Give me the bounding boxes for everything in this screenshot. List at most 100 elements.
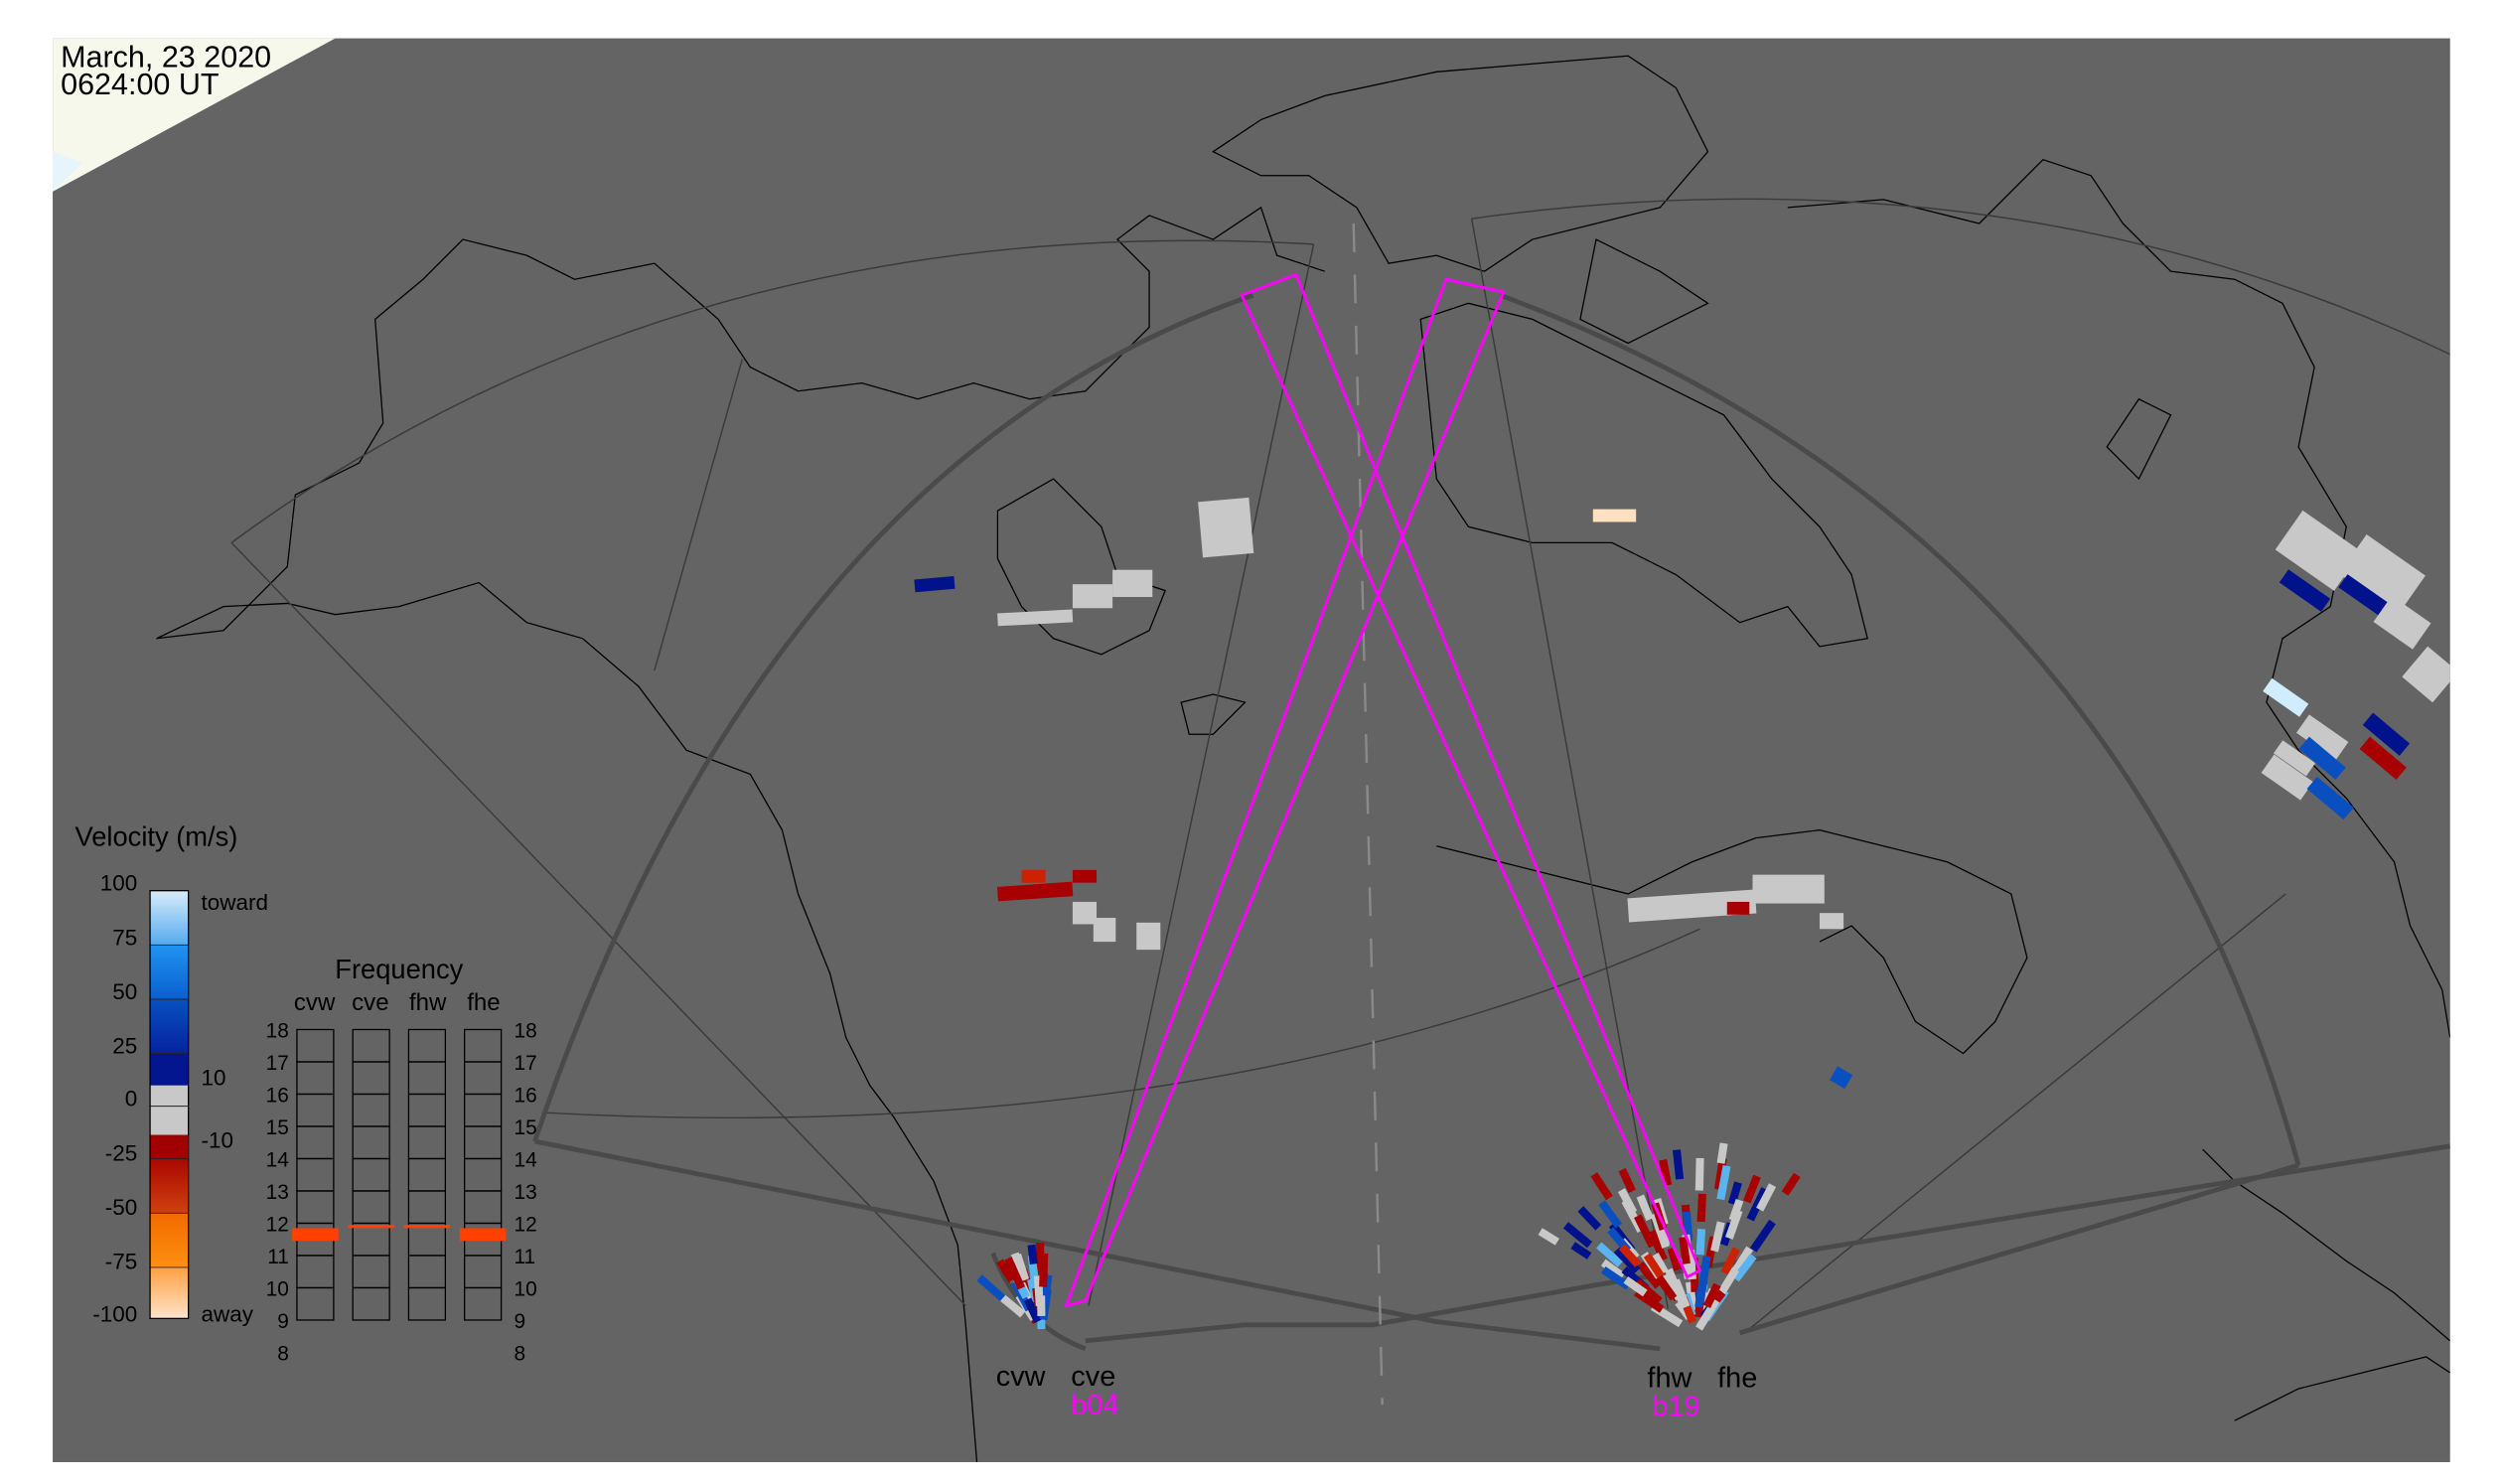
velocity-cell bbox=[914, 575, 956, 593]
beam-b04 bbox=[1064, 277, 1506, 1308]
velocity-cell bbox=[2261, 754, 2314, 801]
time-label: 0624:00 UT bbox=[61, 68, 219, 101]
velocity-cell bbox=[1655, 1274, 1678, 1301]
velocity-cell bbox=[1634, 1214, 1657, 1249]
velocity-cell bbox=[999, 1294, 1026, 1318]
velocity-cell bbox=[1695, 1298, 1720, 1331]
velocity-cell bbox=[1627, 889, 1757, 923]
frequency-tick: 13 bbox=[266, 1181, 289, 1204]
velocity-cell bbox=[1695, 1229, 1706, 1256]
frequency-radar-label: fhe bbox=[467, 989, 500, 1016]
velocity-cell bbox=[1749, 1219, 1776, 1253]
frequency-tick: 14 bbox=[266, 1149, 289, 1172]
velocity-cell bbox=[2338, 534, 2426, 615]
velocity-cell bbox=[1672, 1149, 1685, 1180]
velocity-legend-title: Velocity (m/s) bbox=[75, 821, 238, 852]
velocity-cell bbox=[1636, 1194, 1654, 1222]
velocity-tick: -50 bbox=[105, 1195, 138, 1220]
velocity-cell bbox=[2338, 574, 2390, 617]
velocity-cell bbox=[996, 1259, 1016, 1283]
velocity-cell bbox=[1819, 913, 1844, 930]
velocity-cell bbox=[1756, 1183, 1777, 1212]
velocity-cells bbox=[914, 497, 2450, 1331]
velocity-cell bbox=[976, 1274, 1006, 1302]
frequency-marker bbox=[292, 1228, 339, 1242]
velocity-cell bbox=[1601, 1266, 1631, 1290]
frequency-tick: 12 bbox=[266, 1214, 289, 1237]
radar-labels: cvw cve b04 fhw fhe b19 bbox=[996, 1361, 1758, 1423]
velocity-cell bbox=[1781, 1172, 1801, 1196]
velocity-cell bbox=[1725, 1209, 1743, 1240]
velocity-cell bbox=[1613, 1247, 1641, 1274]
frequency-cell bbox=[352, 1286, 390, 1321]
velocity-cell bbox=[1562, 1222, 1593, 1249]
velocity-cell bbox=[1023, 1297, 1042, 1324]
frequency-tick: 9 bbox=[514, 1310, 525, 1333]
velocity-cell bbox=[1702, 1282, 1721, 1308]
velocity-cell bbox=[997, 609, 1074, 627]
frequency-tick: 18 bbox=[266, 1020, 289, 1043]
velocity-cell bbox=[2306, 776, 2354, 820]
beam-label-b19: b19 bbox=[1652, 1391, 1699, 1422]
velocity-cell bbox=[1198, 497, 1254, 558]
toward-label: toward bbox=[202, 890, 269, 915]
fov-outlines-thin bbox=[230, 198, 2450, 1334]
velocity-cell bbox=[2279, 569, 2331, 612]
frequency-radar-label: fhw bbox=[409, 989, 447, 1016]
velocity-cell bbox=[2402, 646, 2450, 703]
velocity-cell bbox=[1596, 1242, 1624, 1267]
velocity-cell bbox=[1072, 901, 1098, 925]
velocity-cell bbox=[1636, 1261, 1662, 1289]
velocity-cell bbox=[1697, 1256, 1711, 1291]
frequency-cell bbox=[407, 1286, 447, 1321]
frequency-tick: 10 bbox=[514, 1278, 536, 1301]
frequency-tick: 15 bbox=[266, 1116, 289, 1139]
velocity-tick: 100 bbox=[100, 871, 138, 896]
gs-upper-label: 10 bbox=[202, 1066, 226, 1091]
velocity-cell bbox=[2359, 736, 2407, 780]
beam-b19 bbox=[1240, 272, 1702, 1279]
velocity-cell bbox=[1743, 1174, 1761, 1204]
frequency-tick: 15 bbox=[514, 1116, 536, 1139]
velocity-cell bbox=[1538, 1228, 1559, 1246]
velocity-tick: 0 bbox=[125, 1087, 138, 1112]
velocity-cell bbox=[1672, 1278, 1691, 1309]
velocity-cell bbox=[1720, 1247, 1740, 1275]
frequency-tick: 17 bbox=[514, 1052, 536, 1075]
frequency-radar-label: cvw bbox=[294, 989, 336, 1016]
velocity-tick: -100 bbox=[92, 1302, 137, 1327]
frequency-legend-title: Frequency bbox=[335, 954, 463, 984]
frequency-tick: 18 bbox=[514, 1020, 536, 1043]
frequency-tick: 8 bbox=[514, 1342, 525, 1365]
frequency-radar-label: cve bbox=[352, 989, 389, 1016]
velocity-cell bbox=[1830, 1066, 1853, 1090]
velocity-tick: 25 bbox=[112, 1034, 137, 1059]
velocity-cell bbox=[2295, 714, 2349, 761]
radar-label-cve: cve bbox=[1071, 1361, 1115, 1393]
frequency-tick: 10 bbox=[266, 1278, 289, 1301]
velocity-cell bbox=[1727, 1181, 1742, 1206]
velocity-cell bbox=[2373, 595, 2431, 650]
velocity-cell bbox=[1039, 1253, 1049, 1287]
fov-outlines-thick bbox=[532, 293, 2450, 1352]
frequency-tick: 17 bbox=[266, 1052, 289, 1075]
velocity-cell bbox=[1617, 1188, 1638, 1215]
velocity-cell bbox=[1659, 1158, 1673, 1186]
frequency-tick: 8 bbox=[277, 1342, 289, 1365]
radar-label-fhw: fhw bbox=[1647, 1362, 1692, 1394]
velocity-cell bbox=[1696, 1193, 1706, 1223]
velocity-cell bbox=[2275, 510, 2362, 591]
frequency-marker bbox=[459, 1228, 507, 1242]
velocity-cell bbox=[2362, 712, 2411, 756]
velocity-cell bbox=[1027, 1244, 1038, 1265]
velocity-cell bbox=[1634, 1278, 1663, 1304]
velocity-tick: 50 bbox=[112, 979, 137, 1004]
velocity-cell bbox=[1093, 918, 1116, 943]
frequency-tick: 11 bbox=[514, 1246, 535, 1268]
velocity-cell bbox=[1590, 1172, 1613, 1201]
map-background bbox=[53, 38, 2450, 1462]
velocity-cell bbox=[1004, 1257, 1026, 1290]
velocity-legend: Velocity (m/s) 100 75 50 25 0 -25 -50 -7… bbox=[75, 821, 268, 1327]
